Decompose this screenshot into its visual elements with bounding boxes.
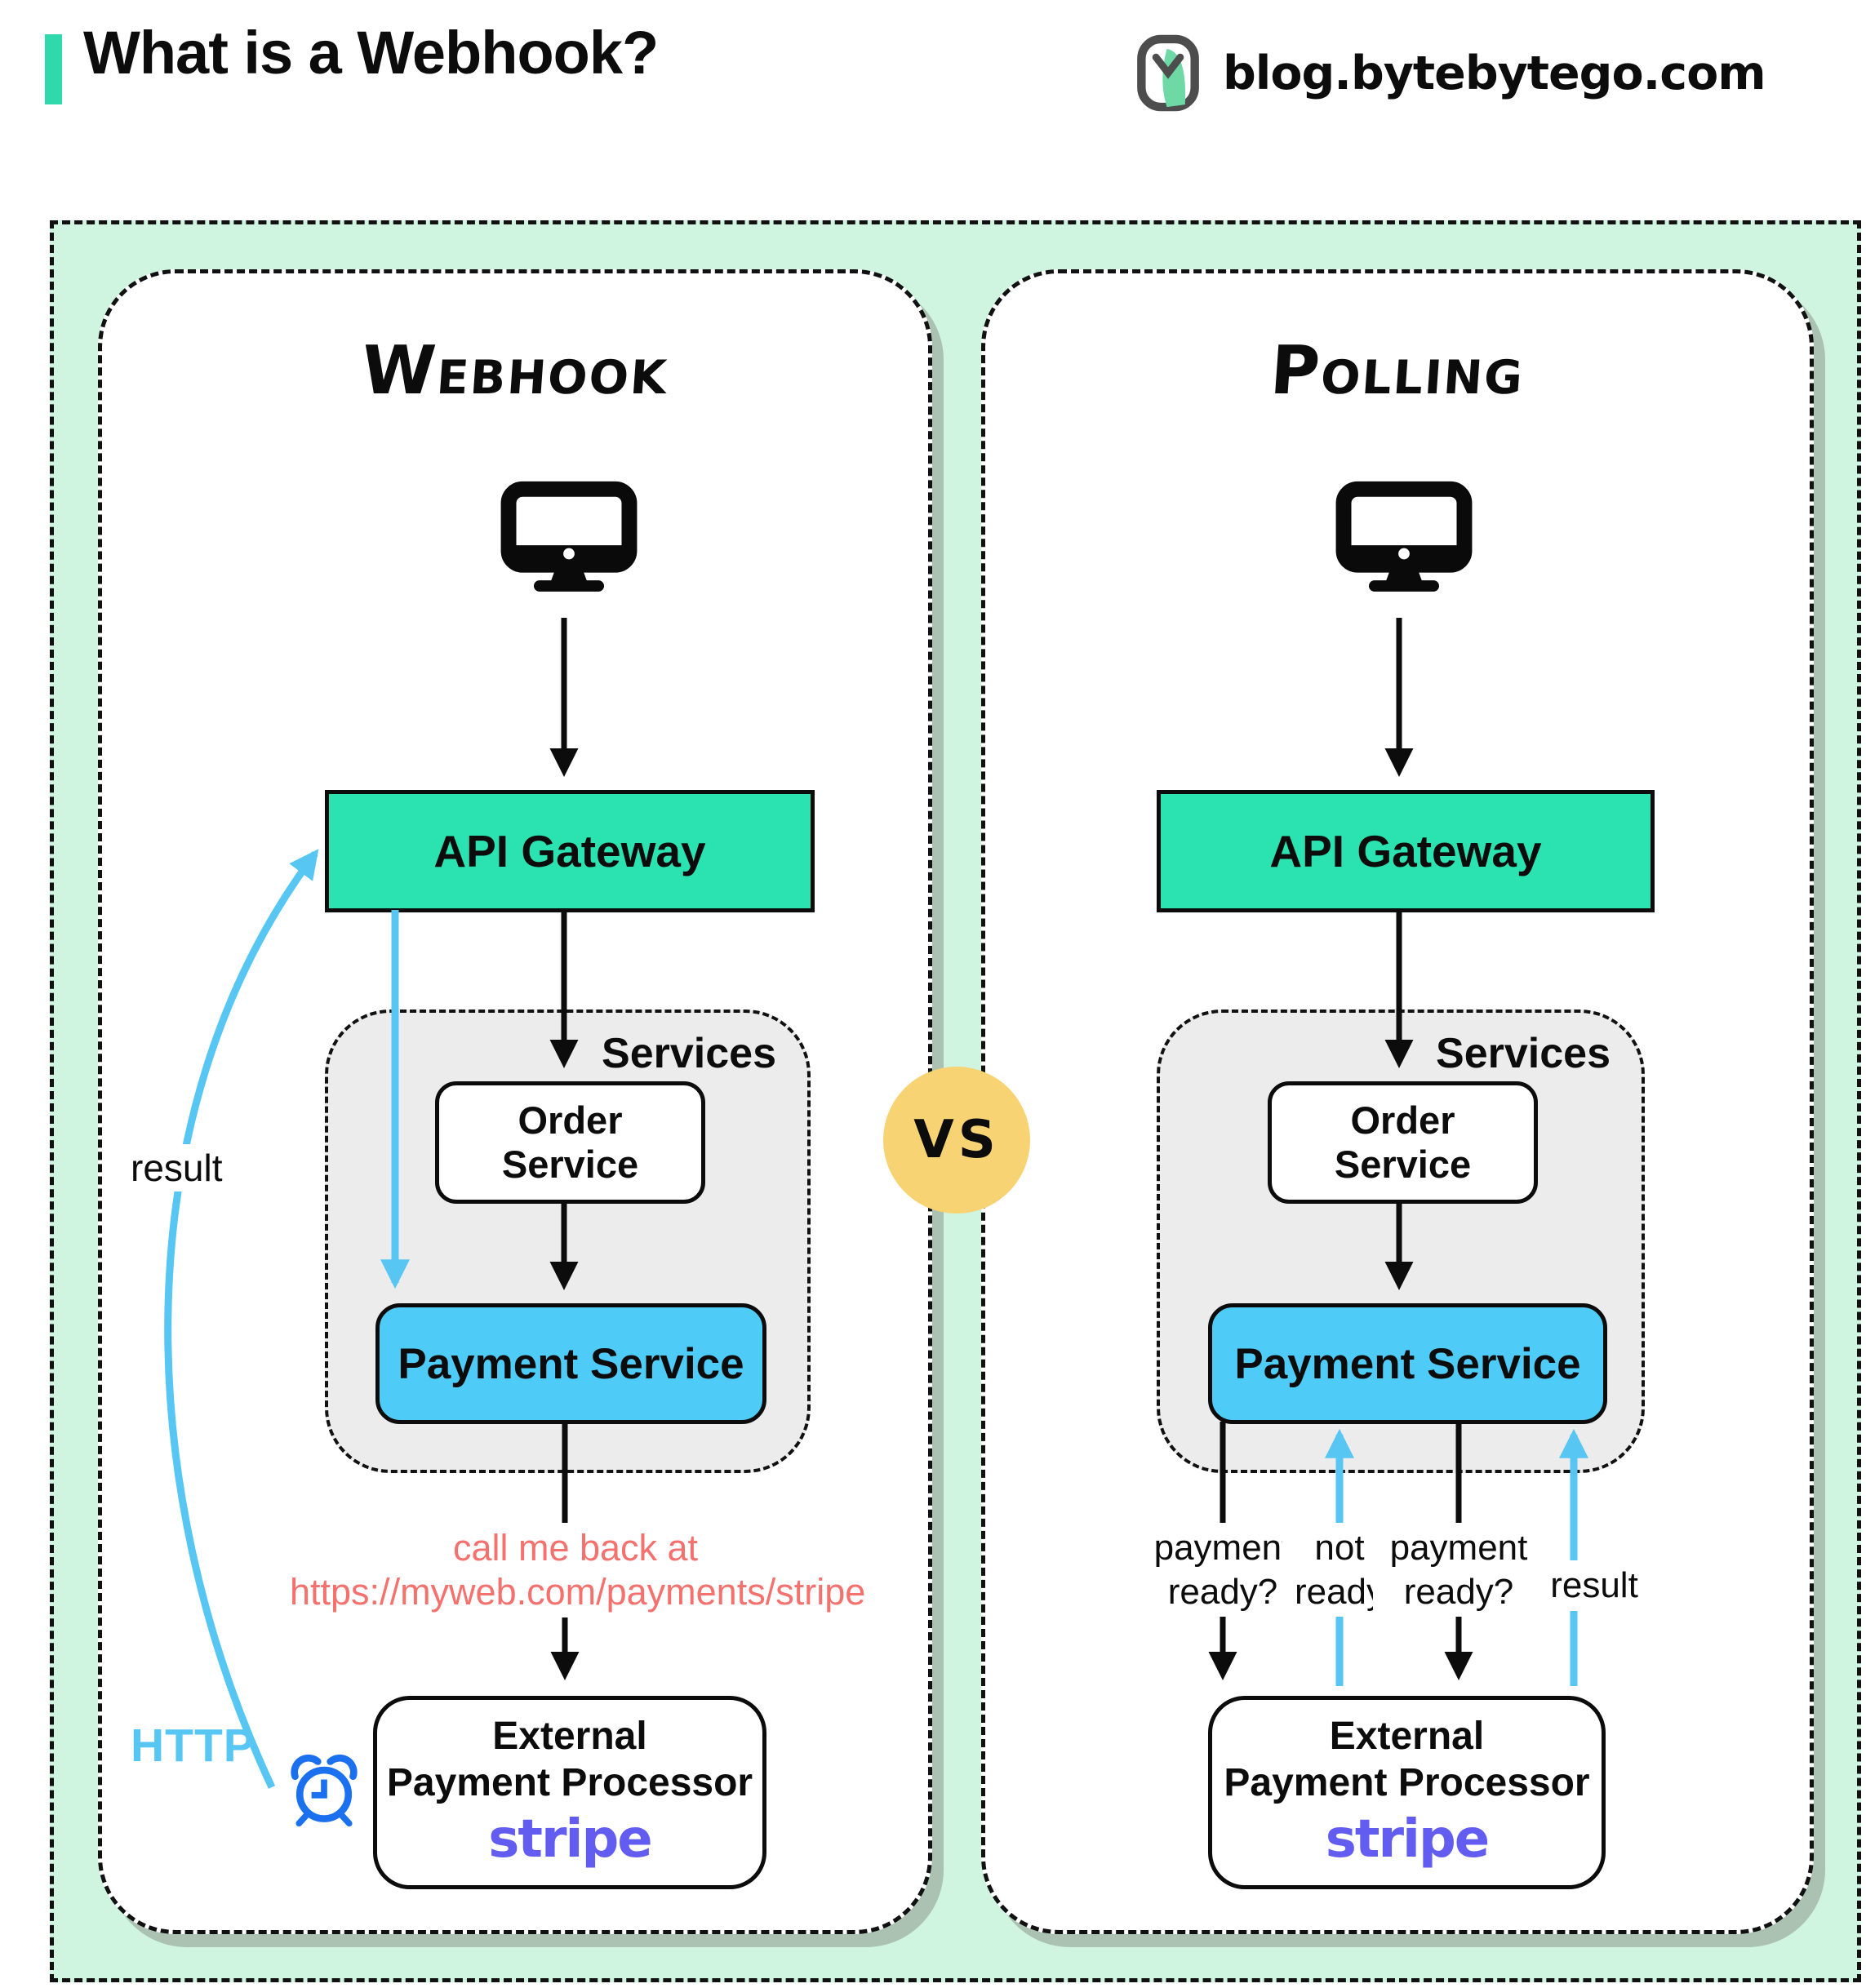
external-payment-processor-box: External Payment Processor stripe [373,1696,766,1889]
vs-badge: VS [883,1067,1030,1214]
http-label: HTTP [131,1720,255,1772]
page-title: What is a Webhook? [83,19,659,87]
polling-panel: Polling API Gateway Services Order Servi… [981,269,1814,1934]
brand: blog.bytebytego.com [1131,34,1766,112]
external-label-line2: Payment Processor [1224,1760,1590,1804]
external-label-line2: Payment Processor [386,1760,753,1804]
external-label-line1: External [492,1715,647,1759]
stripe-logo: stripe [1325,1809,1490,1870]
services-group-label: Services [1436,1030,1611,1077]
callback-note-url: https://myweb.com/payments/stripe [290,1571,866,1613]
order-service-label-line1: Order [1350,1098,1455,1142]
polling-panel-title: Polling [1268,332,1527,410]
webhook-panel: Webhook API Gateway Services Order Servi… [98,269,932,1934]
services-group-label: Services [602,1030,776,1077]
payment-service-box: Payment Service [1208,1303,1607,1424]
client-monitor-icon [1335,481,1473,592]
order-service-box: Order Service [1268,1081,1538,1204]
poll-query2-label: payment ready? [1373,1523,1544,1617]
order-service-label-line2: Service [501,1143,639,1186]
webhook-panel-title: Webhook [358,332,672,410]
bytebytego-logo-icon [1137,34,1199,112]
alarm-clock-icon [291,1754,358,1827]
external-label-line1: External [1329,1715,1485,1759]
callback-note: call me back at https://myweb.com/paymen… [290,1523,866,1617]
webhook-result-label: result [119,1144,234,1191]
payment-service-box: Payment Service [375,1303,766,1424]
order-service-box: Order Service [435,1081,705,1204]
stripe-logo: stripe [488,1809,652,1870]
external-payment-processor-box: External Payment Processor stripe [1208,1696,1606,1889]
brand-site-text: blog.bytebytego.com [1223,46,1766,100]
order-service-label-line2: Service [1334,1143,1472,1186]
api-gateway-box: API Gateway [1157,790,1655,912]
callback-note-line1: call me back at [452,1527,699,1569]
title-accent-bar [45,34,62,104]
order-service-label-line1: Order [518,1098,623,1142]
api-gateway-box: API Gateway [325,790,815,912]
client-monitor-icon [500,481,638,592]
poll-result-label: result [1533,1560,1655,1611]
